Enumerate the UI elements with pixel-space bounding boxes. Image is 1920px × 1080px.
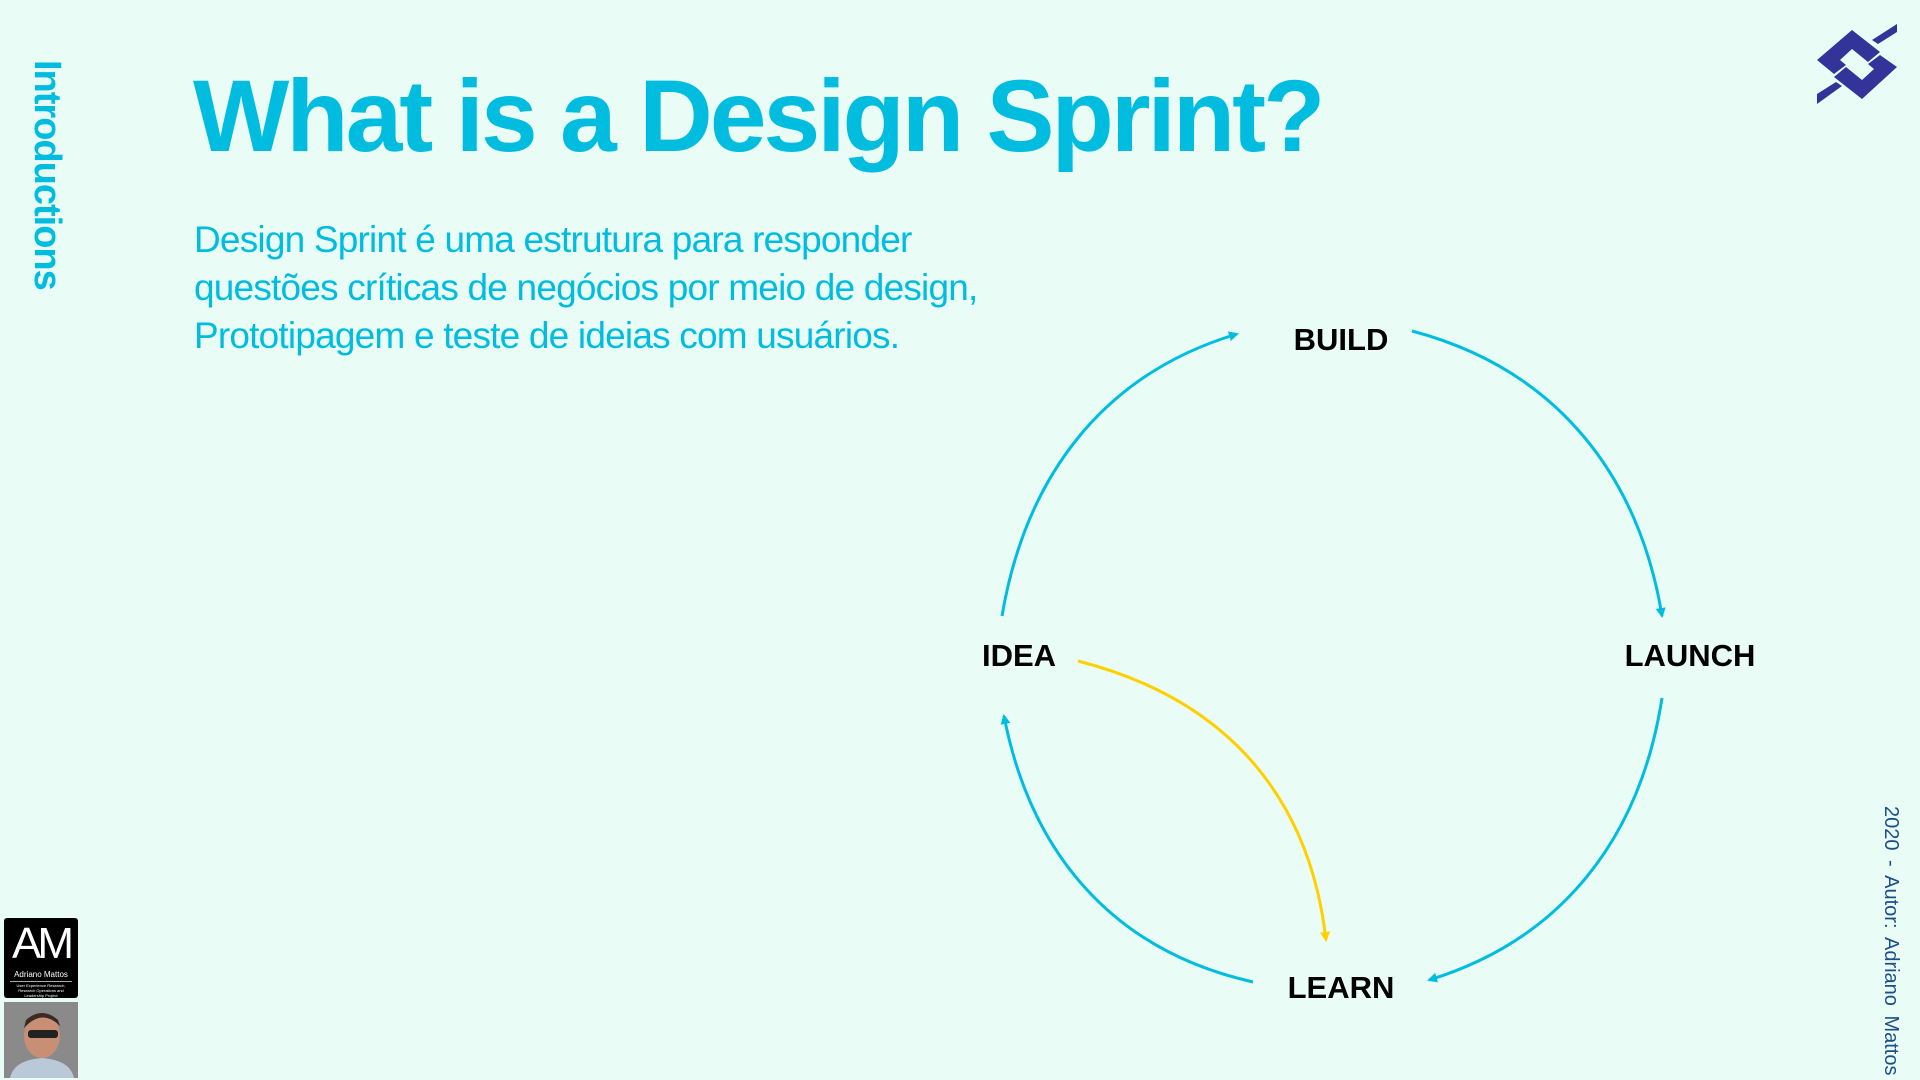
- description: Design Sprint é uma estrutura para respo…: [194, 216, 978, 360]
- cycle-idea: IDEA: [981, 638, 1057, 673]
- description-line: Prototipagem e teste de ideias com usuár…: [194, 315, 900, 356]
- description-line: questões críticas de negócios por meio d…: [194, 267, 978, 308]
- author-name: Adriano Mattos: [14, 970, 68, 979]
- page-title: What is a Design Sprint?: [193, 59, 1325, 173]
- author-monogram: AM: [12, 919, 74, 968]
- author-card: AM Adriano Mattos User Experience Resear…: [4, 918, 78, 998]
- person-icon: [10, 1013, 74, 1078]
- author-photo: [4, 1002, 78, 1078]
- arrow-idea-to-learn: [1077, 659, 1331, 942]
- description-line: Design Sprint é uma estrutura para respo…: [194, 219, 912, 260]
- arrow-learn-to-idea: [1000, 714, 1254, 984]
- arrow-build-to-launch: [1411, 329, 1666, 618]
- bank-logo-icon: [1817, 24, 1897, 104]
- author-subtitle: User Experience Research, Research Opera…: [10, 981, 72, 998]
- cycle-build: BUILD: [1293, 322, 1389, 357]
- footer-author: 2020 - Autor: Adriano Mattos: [1880, 806, 1902, 1076]
- cycle-learn: LEARN: [1287, 970, 1395, 1005]
- cycle-launch: LAUNCH: [1624, 638, 1756, 673]
- arrow-idea-to-build: [1000, 331, 1239, 617]
- arrow-launch-to-learn: [1427, 697, 1664, 983]
